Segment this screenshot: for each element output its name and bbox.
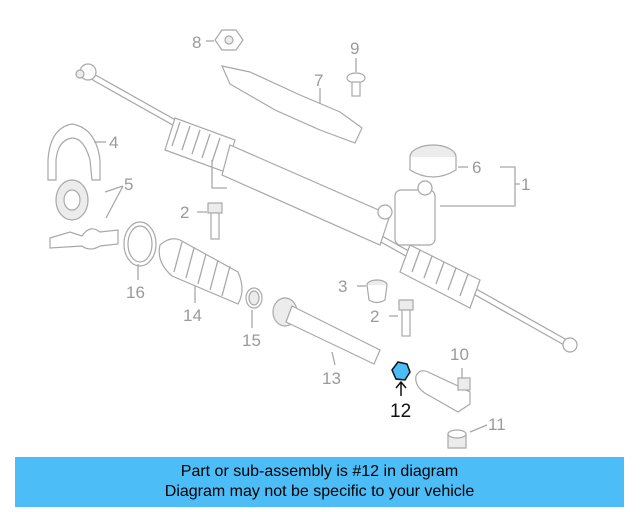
part-16-clamp bbox=[123, 221, 157, 267]
part-15-ring bbox=[245, 287, 263, 309]
part-12-highlighted bbox=[391, 361, 411, 381]
leader-lines bbox=[94, 40, 520, 433]
banner-line-2: Diagram may not be specific to your vehi… bbox=[164, 483, 475, 500]
info-banner: Part or sub-assembly is #12 in diagram D… bbox=[15, 457, 624, 507]
callout-6: 6 bbox=[472, 158, 481, 177]
callout-10: 10 bbox=[450, 345, 469, 364]
steering-rack-assembly bbox=[75, 63, 578, 353]
callout-16: 16 bbox=[126, 283, 145, 302]
part-2-bolt-lower bbox=[398, 299, 414, 337]
callout-13: 13 bbox=[322, 369, 341, 388]
callout-3: 3 bbox=[338, 277, 347, 296]
callout-7: 7 bbox=[314, 71, 323, 90]
part-2-bolt-upper bbox=[207, 202, 223, 240]
parts-diagram: 8 9 7 4 6 1 5 2 3 2 16 14 15 13 10 11 12 bbox=[47, 29, 578, 449]
part-8-nut bbox=[214, 29, 244, 51]
part-4-bracket bbox=[47, 123, 101, 181]
part-3-bushing bbox=[366, 279, 388, 304]
part-9-clip bbox=[346, 72, 366, 97]
callout-1: 1 bbox=[521, 175, 530, 194]
callout-15: 15 bbox=[242, 331, 261, 350]
callout-2-upper: 2 bbox=[180, 203, 189, 222]
part-10-tie-rod-end bbox=[415, 370, 471, 413]
callout-2-lower: 2 bbox=[370, 307, 379, 326]
part-6-cap bbox=[409, 144, 457, 178]
callout-4: 4 bbox=[109, 133, 118, 152]
part-14-boot bbox=[158, 238, 243, 305]
part-5-bushing bbox=[49, 179, 119, 250]
part-7-heat-shield bbox=[220, 65, 363, 144]
banner-line-1: Part or sub-assembly is #12 in diagram bbox=[180, 463, 459, 480]
part-11-nut bbox=[447, 429, 467, 449]
callout-11: 11 bbox=[488, 415, 506, 434]
callout-8: 8 bbox=[192, 33, 201, 52]
callout-14: 14 bbox=[183, 306, 202, 325]
callout-5: 5 bbox=[124, 175, 133, 194]
callout-12: 12 bbox=[390, 401, 411, 422]
part-13-inner-tie-rod bbox=[272, 297, 381, 365]
callout-9: 9 bbox=[350, 39, 359, 58]
